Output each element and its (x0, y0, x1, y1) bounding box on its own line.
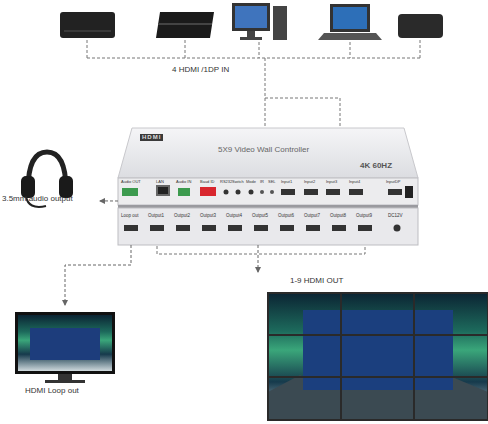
hdmi-port (332, 225, 346, 231)
node-text: 4K 60HZ (360, 162, 392, 171)
media-box (398, 14, 443, 38)
node-text: 3.5mm audio output (2, 195, 73, 204)
hdmi-port (202, 225, 216, 231)
device-front-upper (118, 178, 418, 205)
power-switch (405, 186, 413, 198)
console-detail (158, 23, 212, 25)
node-text: Switch (232, 180, 244, 184)
ps4-console (156, 12, 214, 38)
monitor-frame (15, 312, 115, 374)
node-text: Output6 (278, 214, 294, 219)
lan-port-inner (158, 187, 168, 194)
node-text: Output5 (252, 214, 268, 219)
pc-screen (235, 6, 267, 28)
node-text: RS232 (220, 180, 232, 184)
loop-out-monitor: HDMI Loop out (10, 305, 120, 400)
node-text: Audio IN (176, 180, 191, 184)
hdmi-port (358, 225, 372, 231)
terminal-block (178, 188, 190, 196)
hdmi-port (349, 189, 363, 195)
monitor-stand (247, 31, 255, 37)
device-top-face (118, 128, 418, 178)
node-text: Loop out (121, 214, 139, 219)
hdmi-port (306, 225, 320, 231)
node-text: Output2 (174, 214, 190, 219)
button (249, 190, 254, 195)
button (270, 190, 274, 194)
laptop-lid (330, 4, 370, 32)
dc-jack (394, 225, 401, 232)
node-text: Output1 (148, 214, 164, 219)
node-text: Mode (246, 180, 256, 184)
device-front-lower (118, 208, 418, 245)
hdmi-port (176, 225, 190, 231)
node-text: Baud ID (200, 180, 214, 184)
controller-output-unit: Loop out Output1 Output2 Output3 Output4 Outp… (118, 208, 418, 245)
ir-sensor (260, 190, 264, 194)
hdmi-port (280, 225, 294, 231)
console-detail (64, 30, 111, 32)
node-text: Input4 (349, 180, 360, 184)
video-wall (268, 293, 488, 420)
hdmi-port (326, 189, 340, 195)
hdmi-port (150, 225, 164, 231)
node-text: Input1 (281, 180, 292, 184)
pc-tower (273, 6, 287, 40)
source-bus (87, 40, 420, 58)
node-text: HDMI Loop out (25, 387, 79, 396)
dip-switch (200, 187, 216, 196)
node-text: Audio OUT (121, 180, 141, 184)
controller-input-unit: HDMI 5X9 Video Wall Controller 4K 60HZ Audi… (118, 128, 418, 205)
node-text: Output7 (304, 214, 320, 219)
hdmi-port (281, 189, 295, 195)
monitor-base (45, 380, 85, 383)
hdmi-port (254, 225, 268, 231)
node-text: Input3 (326, 180, 337, 184)
monitor-screen (18, 315, 112, 371)
node-text: HDMI (140, 134, 163, 141)
node-text: LAN (156, 180, 164, 184)
node-text: Input2 (304, 180, 315, 184)
node-text: InputDP (386, 180, 400, 184)
hdmi-connector (65, 245, 131, 305)
screen-window (30, 328, 100, 360)
node-text: SEL (268, 180, 276, 184)
monitor-stand (58, 374, 72, 380)
signal-label: 4 HDMI /1DP IN (172, 66, 229, 75)
node-text: Output9 (356, 214, 372, 219)
output-bracket (157, 246, 365, 254)
wall-bezels (268, 293, 488, 420)
hdmi-connector (258, 245, 259, 272)
laptop-base (318, 33, 382, 40)
hdmi-port (124, 225, 138, 231)
node-text: Output3 (200, 214, 216, 219)
dp-port (388, 189, 402, 195)
hdmi-connector (100, 200, 118, 201)
jack (224, 190, 229, 195)
button (236, 190, 241, 195)
hdmi-port (228, 225, 242, 231)
monitor-base (240, 37, 262, 40)
pc-monitor (232, 3, 270, 31)
xbox-console (60, 12, 115, 38)
laptop-screen (333, 7, 367, 29)
node-text: 5X9 Video Wall Controller (218, 146, 309, 155)
lan-port (156, 185, 170, 196)
terminal-block (122, 188, 138, 196)
node-text: 1-9 HDMI OUT (290, 277, 343, 286)
node-text: Output4 (226, 214, 242, 219)
audio-output-node: 3.5mm audio output (0, 145, 100, 210)
hdmi-port (304, 189, 318, 195)
video-wall-node: 1-9 HDMI OUT (250, 272, 488, 424)
node-text: DC12V (388, 214, 403, 219)
wall-border (268, 293, 488, 420)
node-text: Output8 (330, 214, 346, 219)
node-text: IR (260, 180, 264, 184)
